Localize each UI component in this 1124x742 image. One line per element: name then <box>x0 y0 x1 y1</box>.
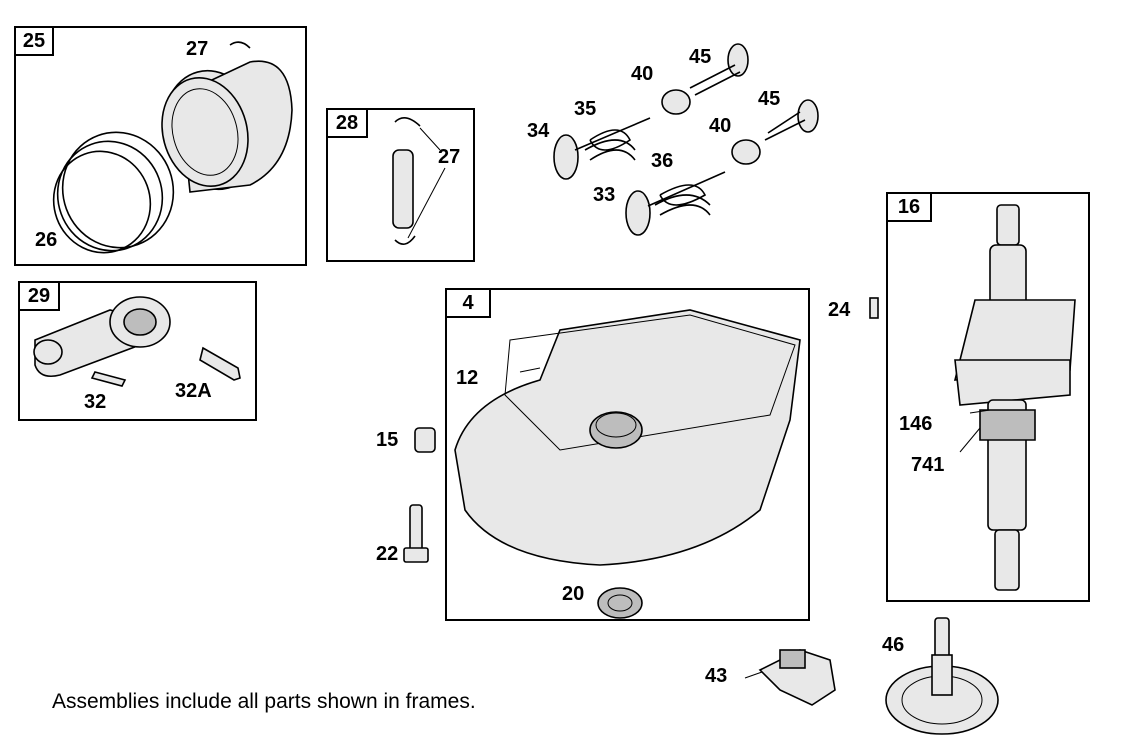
frame-4: 4 <box>445 288 810 621</box>
crankcase-cover-drawing <box>454 309 801 619</box>
callout-26-piston-rings: 26 <box>35 229 58 251</box>
callout-40-top: 40 <box>631 63 654 85</box>
callout-20: 20 <box>562 583 585 605</box>
frame-4-label: 4 <box>445 288 491 318</box>
plug-and-bolt-drawing <box>403 297 879 563</box>
connecting-rod-drawing <box>33 296 241 387</box>
callout-32: 32 <box>84 391 107 413</box>
piston-drawing <box>161 60 293 193</box>
callout-741: 741 <box>911 454 945 476</box>
camshaft-drawing <box>885 617 999 735</box>
piston-pin-drawing <box>392 117 446 245</box>
frame-28-label: 28 <box>326 108 368 138</box>
callout-27-pin-ring: 27 <box>438 146 461 168</box>
frame-25: 25 <box>14 26 307 266</box>
callout-34: 34 <box>527 120 550 142</box>
assemblies-note: Assemblies include all parts shown in fr… <box>52 690 476 713</box>
callout-15: 15 <box>376 429 399 451</box>
callout-32a: 32A <box>175 380 212 402</box>
frame-29: 29 <box>18 281 257 421</box>
callout-40-right: 40 <box>709 115 732 137</box>
piston-rings-drawing <box>52 131 175 254</box>
callout-27-retaining-ring: 27 <box>186 38 209 60</box>
callout-146: 146 <box>899 413 933 435</box>
callout-22: 22 <box>376 543 399 565</box>
crankshaft-drawing <box>953 204 1076 591</box>
callout-46: 46 <box>882 634 905 656</box>
valves-drawing <box>553 43 819 236</box>
frame-28: 28 <box>326 108 475 262</box>
frame-25-label: 25 <box>14 26 54 56</box>
frame-29-label: 29 <box>18 281 60 311</box>
governor-bracket-drawing <box>744 649 836 706</box>
callout-45-top: 45 <box>689 46 712 68</box>
callout-43: 43 <box>705 665 728 687</box>
frame-16: 16 <box>886 192 1090 602</box>
callout-12: 12 <box>456 367 479 389</box>
callout-45-right: 45 <box>758 88 781 110</box>
retaining-ring-27-drawing <box>229 41 251 49</box>
callout-36: 36 <box>651 150 674 172</box>
frame-16-label: 16 <box>886 192 932 222</box>
callout-24: 24 <box>828 299 851 321</box>
callout-35: 35 <box>574 98 597 120</box>
callout-33: 33 <box>593 184 616 206</box>
